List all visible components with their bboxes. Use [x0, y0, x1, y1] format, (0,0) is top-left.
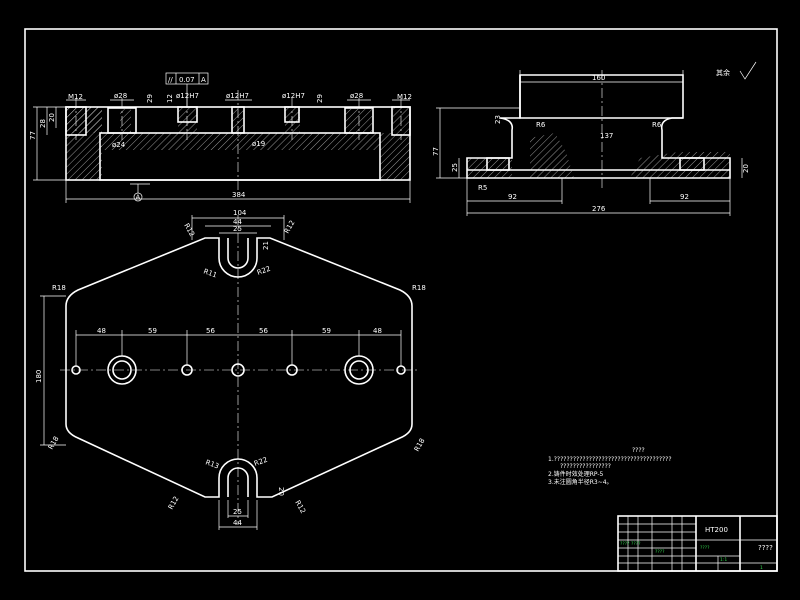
title-block-group-3: ????: [655, 549, 665, 555]
title-block: HT200 ???? ???? ???? ???? ???? 1:1 1: [617, 515, 778, 572]
title-block-scale: 1:1: [720, 557, 727, 563]
dim-77-side: 77: [432, 147, 440, 156]
dim-92-right: 92: [680, 193, 689, 201]
dim-28-depth: 28: [39, 119, 47, 128]
dim-r12-tl: R12: [182, 222, 196, 238]
dim-59-left: 59: [148, 327, 157, 335]
dim-r12-bl: R12: [167, 495, 181, 511]
dim-d28-left: ø28: [114, 92, 127, 100]
title-block-group-2: ????: [700, 545, 710, 551]
dim-56-left: 56: [206, 327, 215, 335]
part-name-label: ????: [758, 544, 773, 552]
dim-276: 276: [592, 205, 606, 213]
dim-25-side: 25: [451, 163, 459, 172]
front-section-view: // 0.07 A M12 ø28 29 12 ø12H7 ø12H7 ø12H…: [29, 72, 412, 203]
dim-r18-bl: R18: [47, 435, 61, 451]
notes-title: ????: [632, 447, 645, 454]
technical-notes: ???? 1.?????????????????????????????????…: [548, 447, 672, 486]
dim-r18-br: R18: [413, 437, 427, 453]
drawing-border: [24, 28, 778, 572]
dim-r12-br: R12: [293, 499, 307, 515]
dim-r12-tr: R12: [283, 219, 297, 235]
dim-21: 21: [262, 241, 270, 250]
dim-20-depth: 20: [48, 113, 56, 122]
dim-160: 160: [592, 74, 605, 82]
dim-23: 23: [494, 115, 502, 124]
top-view: 104 44 25 R12 R12 21 R11 R22 R18 R18 R18…: [35, 209, 427, 530]
dim-104: 104: [233, 209, 247, 217]
dim-r22: R22: [256, 265, 272, 277]
dim-56-right: 56: [259, 327, 268, 335]
dim-59-right: 59: [322, 327, 331, 335]
tolerance-value: 0.07: [179, 76, 195, 84]
dim-d28-right: ø28: [350, 92, 363, 100]
dim-44-top: 44: [233, 218, 242, 226]
dim-77-height: 77: [29, 131, 37, 140]
dim-r13: R13: [204, 458, 220, 470]
dim-29-right: 29: [316, 94, 324, 103]
surface-finish-note: 其余: [716, 68, 730, 77]
note-line-3: 2.铸件时效处理RP-5: [548, 470, 604, 478]
dim-d12h7-1: ø12H7: [176, 92, 199, 100]
side-section-view: 160 23 R6 R6 137 77 25 R5 20 92 92 276 其…: [432, 61, 757, 216]
title-block-sheet: 1: [760, 565, 763, 571]
dim-180-width: 180: [35, 370, 43, 383]
dim-r6-left: R6: [536, 121, 546, 129]
tolerance-datum-ref: A: [201, 76, 206, 84]
dim-25-bottom: 25: [233, 508, 242, 516]
dim-48-right: 48: [373, 327, 382, 335]
note-line-2: ????????????????: [560, 463, 611, 470]
dim-20-side: 20: [742, 164, 750, 173]
dim-29-left: 29: [146, 94, 154, 103]
dim-48-left: 48: [97, 327, 106, 335]
dim-d12h7-2: ø12H7: [226, 92, 249, 100]
title-block-group-1: ???? ????: [620, 541, 641, 547]
dim-m12-left: M12: [68, 93, 83, 101]
material-label: HT200: [705, 526, 728, 534]
dim-20-bottom: 20: [277, 487, 285, 496]
dim-r22-bottom: R22: [253, 456, 269, 468]
dim-d24: ø24: [112, 141, 126, 149]
dim-92-left: 92: [508, 193, 517, 201]
dim-r11: R11: [202, 267, 218, 279]
dim-m12-right: M12: [397, 93, 412, 101]
note-line-1: 1.?????????????????????????????????????: [548, 456, 672, 463]
dim-r18-tr: R18: [412, 284, 426, 292]
dim-d12h7-3: ø12H7: [282, 92, 305, 100]
dim-r5: R5: [478, 184, 487, 192]
datum-label: A: [136, 194, 141, 202]
dim-12: 12: [166, 94, 174, 103]
tolerance-symbol: //: [168, 76, 173, 84]
dim-25-top: 25: [233, 225, 242, 233]
dim-137: 137: [600, 132, 613, 140]
note-line-4: 3.未注圆角半径R3~4。: [548, 478, 613, 486]
dim-44-bottom: 44: [233, 519, 242, 527]
dim-d19: ø19: [252, 140, 265, 148]
dim-r6-right: R6: [652, 121, 662, 129]
dim-r18-tl: R18: [52, 284, 66, 292]
dim-384-length: 384: [232, 191, 246, 199]
